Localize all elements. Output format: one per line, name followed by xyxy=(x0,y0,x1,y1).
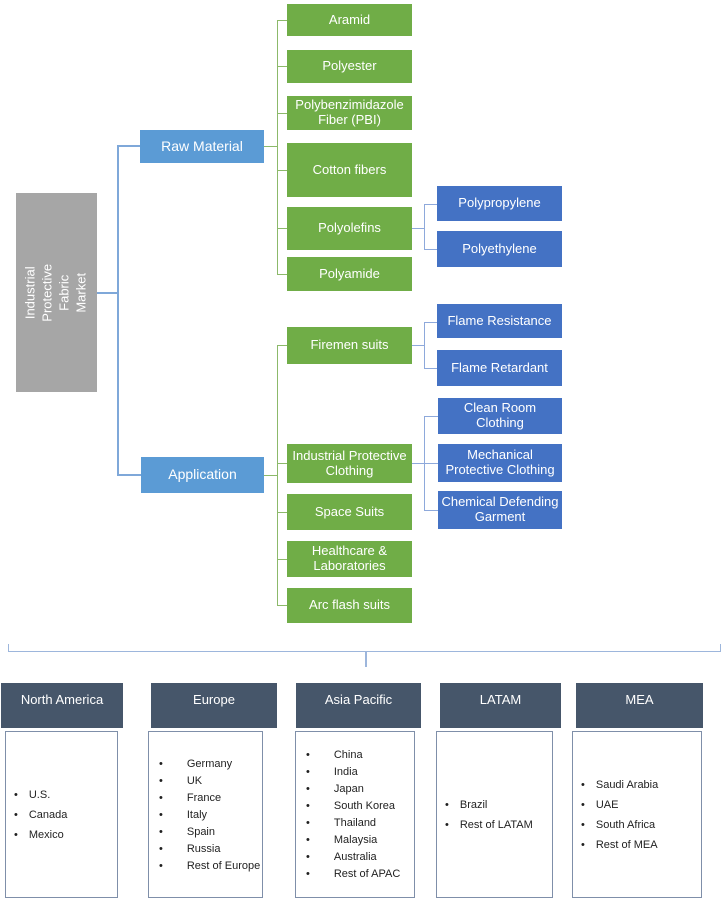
region-header-mea: MEA xyxy=(576,683,703,728)
connector-to-application xyxy=(117,474,141,476)
node-flame-retardant: Flame Retardant xyxy=(437,350,562,386)
node-industrial-protective-clothing: Industrial Protective Clothing xyxy=(287,444,412,483)
region-header-latam: LATAM xyxy=(440,683,561,728)
region-list-north-america: U.S. Canada Mexico xyxy=(5,731,118,898)
region-item: France xyxy=(149,792,262,804)
region-item: Australia xyxy=(296,851,414,863)
region-list-mea: Saudi Arabia UAE South Africa Rest of ME… xyxy=(572,731,702,898)
connector-chemical xyxy=(424,510,438,511)
region-item: Rest of APAC xyxy=(296,868,414,880)
connector-space-suits xyxy=(277,512,287,513)
connector-healthcare xyxy=(277,559,287,560)
connector-cotton xyxy=(277,170,287,171)
branch-raw-material: Raw Material xyxy=(140,130,264,163)
connector-industrial-protective-clothing xyxy=(277,463,287,464)
node-clean-room-clothing: Clean Room Clothing xyxy=(438,398,562,434)
branch-application: Application xyxy=(141,457,264,493)
root-node: Industrial Protective Fabric Market xyxy=(16,193,97,392)
region-item: India xyxy=(296,766,414,778)
region-item: Canada xyxy=(6,809,117,821)
node-polyethylene: Polyethylene xyxy=(437,231,562,267)
region-item: Malaysia xyxy=(296,834,414,846)
node-polyamide: Polyamide xyxy=(287,257,412,291)
region-item: U.S. xyxy=(6,789,117,801)
region-item: Germany xyxy=(149,758,262,770)
connector-polyolefins-vertical xyxy=(424,204,425,250)
connector-root-vertical xyxy=(117,146,119,476)
node-mechanical-protective-clothing: Mechanical Protective Clothing xyxy=(438,444,562,482)
root-node-label: Industrial Protective Fabric Market xyxy=(22,263,89,322)
region-item: Saudi Arabia xyxy=(573,779,701,791)
connector-root-horizontal xyxy=(97,292,118,294)
connector-application-vertical xyxy=(277,345,278,606)
connector-application-stub xyxy=(264,475,277,476)
region-item: Japan xyxy=(296,783,414,795)
connector-polyolefins xyxy=(277,228,287,229)
node-polyolefins: Polyolefins xyxy=(287,207,412,250)
connector-firemen-suits xyxy=(277,345,287,346)
connector-ipc-stub xyxy=(412,463,424,464)
node-aramid: Aramid xyxy=(287,4,412,36)
region-list-latam: Brazil Rest of LATAM xyxy=(436,731,553,898)
connector-firemen-stub xyxy=(412,345,424,346)
node-arc-flash-suits: Arc flash suits xyxy=(287,588,412,623)
connector-polypropylene xyxy=(424,204,437,205)
connector-raw-material-vertical xyxy=(277,20,278,274)
connector-to-raw-material xyxy=(117,145,140,147)
region-item: Mexico xyxy=(6,829,117,841)
region-item: Spain xyxy=(149,826,262,838)
region-item: South Africa xyxy=(573,819,701,831)
node-space-suits: Space Suits xyxy=(287,494,412,530)
node-pbi-fiber: Polybenzimidazole Fiber (PBI) xyxy=(287,96,412,130)
connector-clean-room xyxy=(424,416,438,417)
region-item: Rest of MEA xyxy=(573,839,701,851)
region-item: UAE xyxy=(573,799,701,811)
connector-mechanical xyxy=(424,463,438,464)
node-cotton-fibers: Cotton fibers xyxy=(287,143,412,197)
region-item: Brazil xyxy=(437,799,552,811)
node-healthcare-laboratories: Healthcare & Laboratories xyxy=(287,541,412,577)
region-header-asia-pacific: Asia Pacific xyxy=(296,683,421,728)
brace-tick xyxy=(365,652,367,667)
node-firemen-suits: Firemen suits xyxy=(287,327,412,364)
region-item: Italy xyxy=(149,809,262,821)
region-header-north-america: North America xyxy=(1,683,123,728)
connector-polyamide xyxy=(277,274,287,275)
connector-pbi xyxy=(277,113,287,114)
connector-firemen-vertical xyxy=(424,322,425,369)
region-item: Russia xyxy=(149,843,262,855)
connector-polyolefins-stub xyxy=(412,228,424,229)
region-item: UK xyxy=(149,775,262,787)
connector-polyester xyxy=(277,66,287,67)
connector-flame-resistance xyxy=(424,322,437,323)
connector-flame-retardant xyxy=(424,368,437,369)
node-polyester: Polyester xyxy=(287,50,412,83)
region-item: Thailand xyxy=(296,817,414,829)
region-list-europe: Germany UK France Italy Spain Russia Res… xyxy=(148,731,263,898)
region-item: China xyxy=(296,749,414,761)
region-item: Rest of LATAM xyxy=(437,819,552,831)
node-flame-resistance: Flame Resistance xyxy=(437,304,562,338)
node-polypropylene: Polypropylene xyxy=(437,186,562,221)
brace xyxy=(8,644,721,652)
connector-aramid xyxy=(277,20,287,21)
connector-polyethylene xyxy=(424,249,437,250)
region-header-europe: Europe xyxy=(151,683,277,728)
region-item: Rest of Europe xyxy=(149,860,262,872)
region-list-asia-pacific: China India Japan South Korea Thailand M… xyxy=(295,731,415,898)
node-chemical-defending-garment: Chemical Defending Garment xyxy=(438,491,562,529)
connector-raw-material-stub xyxy=(264,146,277,147)
region-item: South Korea xyxy=(296,800,414,812)
connector-arc-flash-suits xyxy=(277,605,287,606)
